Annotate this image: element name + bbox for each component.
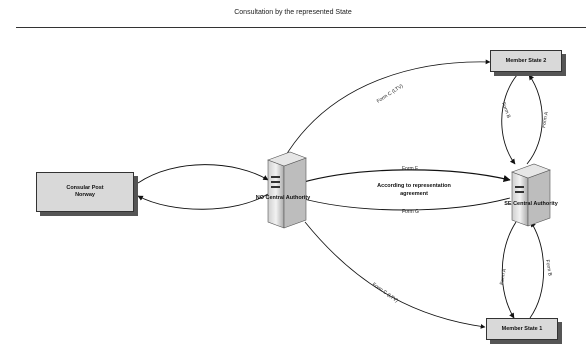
edge-consular-no-upper: [137, 164, 269, 184]
edge-no-ms2: [282, 59, 491, 161]
consular-post-line1: Consular Post: [66, 185, 104, 192]
label-no-se-top: Form F: [402, 166, 418, 172]
edge-ms1-se-right: [529, 221, 545, 319]
no-central-authority-server: [267, 151, 307, 229]
label-ms1-right: Form B: [544, 259, 553, 277]
title-rule: [16, 27, 586, 28]
label-ms2-left: Form B: [500, 102, 511, 120]
edge-se-ms2-right: [526, 74, 543, 165]
label-agreement-1: According to representation: [377, 183, 451, 189]
member-state-1-label: Member State 1: [501, 325, 543, 332]
label-no-se-bottom: Form G: [402, 209, 419, 215]
edge-ms2-se-left: [501, 74, 518, 165]
se-central-authority-server: [511, 163, 551, 227]
label-ms1-left: Form A: [499, 268, 508, 286]
edge-no-se-top: [299, 169, 511, 184]
consular-post-node: Consular Post Norway: [36, 172, 134, 212]
edge-consular-no-lower: [137, 193, 269, 210]
edge-no-ms1: [304, 221, 486, 329]
member-state-1-node: Member State 1: [486, 318, 558, 340]
member-state-2-node: Member State 2: [490, 50, 562, 72]
label-ms2-right: Form A: [541, 111, 550, 129]
label-no-ms2: Form C (LTV): [376, 83, 405, 105]
edge-no-se-bottom: [299, 196, 511, 211]
edge-se-ms1-left: [501, 221, 517, 319]
label-agreement-2: agreement: [400, 191, 428, 197]
member-state-2-label: Member State 2: [505, 57, 547, 64]
diagram-title: Consultation by the represented State: [234, 9, 352, 16]
no-authority-label: NO Central Authority: [256, 195, 311, 201]
label-no-ms1: Form C (LTV): [371, 282, 399, 304]
consular-post-line2: Norway: [75, 192, 95, 198]
se-authority-label: SE Central Authority: [504, 201, 559, 207]
